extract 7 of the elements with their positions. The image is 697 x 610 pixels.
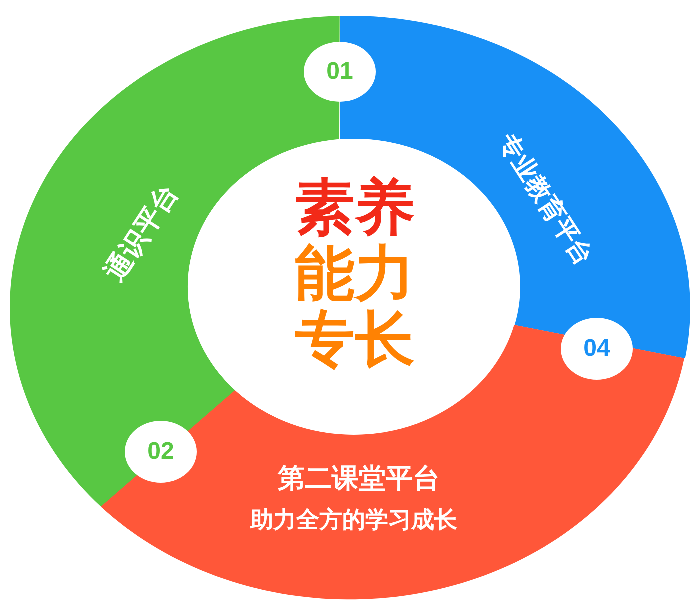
segment-label: 专业教育平台 <box>494 130 596 270</box>
segment-label: 助力全方的学习成长 <box>250 508 458 532</box>
center-label: 专长 <box>295 310 415 370</box>
center-label: 素养 <box>295 178 415 238</box>
segment-label: 通识平台 <box>101 180 183 286</box>
segment-label: 第二课堂平台 <box>278 465 440 492</box>
center-label: 能力 <box>295 244 415 304</box>
